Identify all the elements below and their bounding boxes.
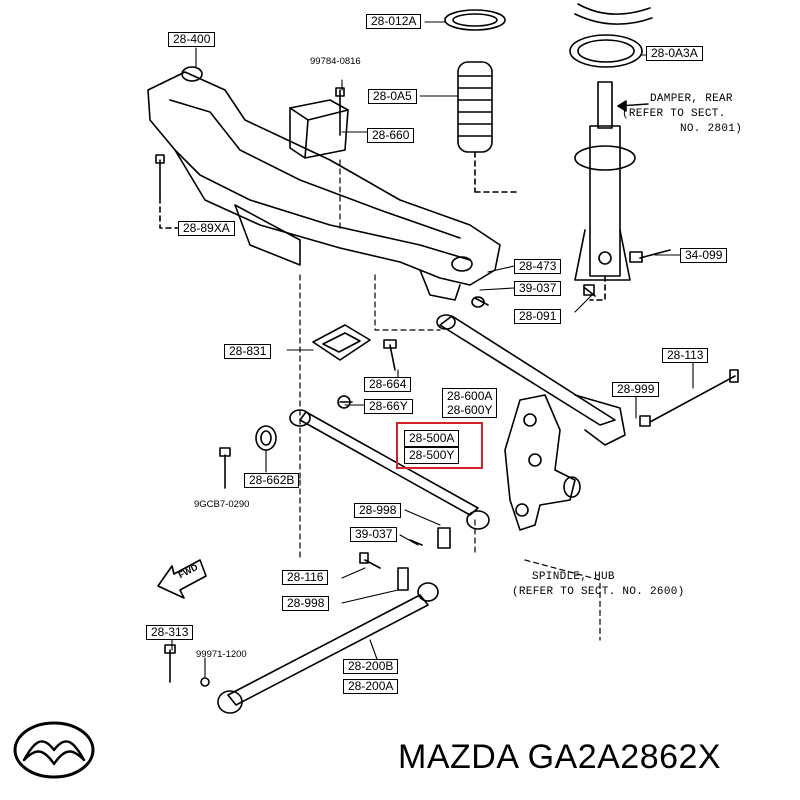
part-label-28-660: 28-660 [367, 128, 415, 143]
part-label-28-400: 28-400 [168, 32, 216, 47]
part-label-28-113: 28-113 [662, 348, 709, 363]
part-label-28-116: 28-116 [282, 570, 329, 585]
spindle-note: SPINDLE, HUB (REFER TO SECT. NO. 2600) [512, 570, 685, 600]
spindle-note-line-1: SPINDLE, HUB [532, 571, 615, 583]
mount-block [289, 99, 349, 159]
part-label-28-500: 28-500A 28-500Y [404, 430, 460, 464]
part-label-28-500A: 28-500A [404, 430, 460, 447]
part-label-28-998-lower: 28-998 [282, 596, 330, 611]
leader-lines [171, 21, 694, 679]
mazda-logo [13, 721, 95, 779]
damper-note-line-2: (REFER TO SECT. [622, 108, 726, 120]
part-label-28-500Y: 28-500Y [404, 447, 460, 464]
part-label-99971-1200: 99971-1200 [196, 649, 247, 660]
guide-lines [299, 159, 601, 641]
part-number-title: MAZDA GA2A2862X [398, 738, 722, 776]
part-label-28-600Y: 28-600Y [447, 403, 493, 417]
part-label-28-012A: 28-012A [366, 14, 422, 29]
part-label-28-200B: 28-200B [343, 659, 399, 674]
damper-note-line-1: DAMPER, REAR [650, 93, 733, 105]
spring-upper-seat-ring [569, 34, 643, 68]
part-label-28-200A: 28-200A [343, 679, 399, 694]
part-label-28-998-upper: 28-998 [354, 503, 402, 518]
part-label-28-091: 28-091 [514, 309, 562, 324]
trailing-link [436, 314, 626, 446]
rear-damper [574, 81, 636, 301]
dust-boot [457, 61, 521, 193]
coil-spring-upper [574, 3, 653, 25]
spindle-hub [504, 394, 581, 531]
rear-crossmember [147, 66, 501, 301]
damper-note: DAMPER, REAR (REFER TO SECT. NO. 2801) [622, 92, 742, 137]
part-label-99784-0816: 99784-0816 [310, 56, 361, 67]
part-label-28-473: 28-473 [514, 259, 562, 274]
part-label-28-999: 28-999 [612, 382, 660, 397]
part-label-28-313: 28-313 [146, 625, 194, 640]
highlight-box [396, 422, 483, 469]
part-label-28-662B: 28-662B [244, 473, 300, 488]
part-label-28-89XA: 28-89XA [178, 221, 235, 236]
crossmember-bolts [155, 87, 345, 229]
spring-seat-ring [444, 9, 506, 31]
fwd-arrow [157, 559, 207, 599]
part-label-28-600A: 28-600A [447, 389, 493, 403]
part-label-34-099: 34-099 [680, 248, 728, 263]
misc-fasteners [164, 249, 739, 687]
part-label-28-600: 28-600A 28-600Y [442, 388, 498, 418]
part-label-28-831: 28-831 [224, 344, 272, 359]
part-label-39-037: 39-037 [514, 281, 562, 296]
part-label-39-037-lower: 39-037 [350, 527, 398, 542]
damper-note-line-3: NO. 2801) [680, 123, 743, 135]
part-label-28-66Y: 28-66Y [364, 399, 413, 414]
part-label-28-664: 28-664 [364, 377, 412, 392]
spindle-note-line-2: (REFER TO SECT. NO. 2600) [512, 586, 685, 598]
rubber-mount [312, 324, 371, 361]
part-label-9GCB7-0290: 9GCB7-0290 [194, 499, 250, 510]
lower-link [217, 582, 439, 714]
part-label-28-0A5: 28-0A5 [368, 89, 417, 104]
part-label-28-0A3A: 28-0A3A [646, 46, 703, 61]
